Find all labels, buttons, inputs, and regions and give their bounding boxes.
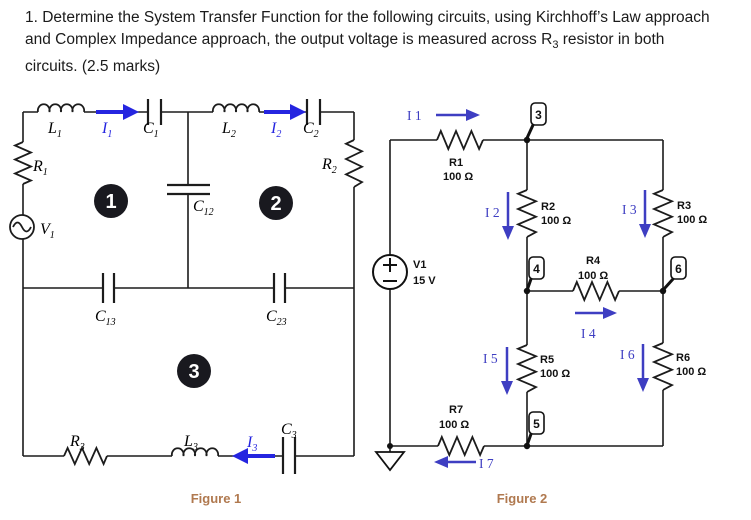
current-arrow-I6-fig2 (637, 344, 649, 392)
label-I6-fig2: I 6 (620, 347, 635, 362)
label-I4-fig2: I 4 (581, 326, 596, 341)
label-R6-value: 100 Ω (676, 366, 706, 378)
label-I2-fig2: I 2 (485, 205, 500, 220)
label-R1-name: R1 (449, 157, 463, 169)
inductor-L1 (36, 103, 86, 113)
resistor-R3-fig1 (63, 445, 108, 467)
loop-badge-1: 1 (94, 184, 128, 218)
dc-source-V1 (372, 254, 408, 290)
junction-ground (387, 443, 393, 449)
statement-line-1: 1. Determine the System Transfer Functio… (25, 9, 710, 26)
label-R2-name: R2 (541, 201, 555, 213)
svg-text:2: 2 (270, 193, 281, 215)
label-C12: C12 (193, 198, 214, 218)
label-L1: L1 (47, 120, 62, 140)
label-I2: I2 (270, 120, 281, 140)
label-R3-value: 100 Ω (677, 214, 707, 226)
capacitor-C2 (305, 99, 322, 125)
resistor-R5 (515, 344, 539, 393)
label-R2-value: 100 Ω (541, 215, 571, 227)
label-C13: C13 (95, 308, 116, 328)
label-L2: L2 (221, 120, 236, 140)
inductor-L2 (211, 103, 261, 113)
current-arrow-I2 (264, 104, 306, 120)
label-R1-value: 100 Ω (443, 171, 473, 183)
label-R1: R1 (32, 158, 48, 178)
current-arrow-I7-fig2 (434, 456, 476, 468)
node-badge-6: 6 (662, 256, 687, 291)
svg-text:1: 1 (105, 191, 116, 213)
node-badge-5: 5 (526, 411, 545, 446)
ac-source-V1 (9, 214, 35, 240)
resistor-R2-fig1 (343, 139, 365, 188)
statement-line-3: circuits. (2.5 marks) (25, 58, 161, 76)
label-I3: I3 (246, 434, 257, 454)
problem-statement: 1. Determine the System Transfer Functio… (25, 7, 737, 78)
current-arrow-I4-fig2 (575, 307, 617, 319)
node-badge-4: 4 (526, 256, 545, 291)
loop-badge-3: 3 (177, 354, 211, 388)
current-arrow-I3-fig2 (639, 190, 651, 238)
current-arrow-I1-fig2 (436, 109, 480, 121)
svg-text:6: 6 (675, 262, 682, 276)
inductor-L3 (170, 447, 220, 457)
resistor-R1-fig1 (12, 141, 34, 185)
capacitor-C3 (281, 437, 297, 474)
capacitor-C13 (101, 273, 116, 303)
label-C1: C1 (143, 120, 159, 140)
figure1-caption: Figure 1 (190, 491, 242, 506)
label-C23: C23 (266, 308, 287, 328)
label-C2: C2 (303, 120, 319, 140)
label-R4-name: R4 (586, 255, 601, 267)
r3-subscript: 3 (552, 39, 559, 52)
resistor-R6 (651, 342, 675, 391)
figure2-circuit-diagram: 3 4 6 5 (372, 102, 707, 472)
svg-text:4: 4 (533, 262, 540, 276)
plus-icon (383, 258, 397, 272)
label-I3-fig2: I 3 (622, 202, 637, 217)
label-C3: C3 (281, 421, 297, 441)
label-R2: R2 (321, 156, 337, 176)
current-arrow-I3 (232, 448, 275, 464)
figure1-circuit-diagram: 1 2 3 L1 I1 C1 L2 I2 C2 R1 R2 C12 V1 C13… (9, 99, 365, 474)
capacitor-C12 (167, 183, 210, 196)
label-R7-name: R7 (449, 404, 463, 416)
label-I1-fig2: I 1 (407, 108, 422, 123)
statement-line-2: and Complex Impedance approach, the outp… (25, 31, 665, 52)
label-V1-value: 15 V (413, 275, 436, 287)
resistor-R2 (515, 189, 539, 238)
current-arrow-I2-fig2 (502, 192, 514, 240)
capacitor-C23 (272, 273, 287, 303)
label-V1: V1 (40, 221, 55, 241)
node-badge-3: 3 (526, 102, 547, 139)
label-L3: L3 (183, 433, 198, 453)
junction-node3 (523, 136, 531, 144)
label-I1: I1 (101, 120, 112, 140)
label-R4-value: 100 Ω (578, 270, 608, 282)
resistor-R1 (436, 128, 484, 152)
svg-text:3: 3 (535, 108, 542, 122)
resistor-R7 (437, 434, 485, 458)
svg-text:3: 3 (188, 361, 199, 383)
current-arrow-I5-fig2 (501, 347, 513, 395)
figure2-caption: Figure 2 (496, 491, 548, 506)
sine-wave-icon (12, 221, 32, 233)
label-R5-name: R5 (540, 354, 554, 366)
svg-text:5: 5 (533, 417, 540, 431)
label-V1-name: V1 (413, 259, 426, 271)
label-R7-value: 100 Ω (439, 419, 469, 431)
resistor-R4 (572, 279, 620, 303)
resistor-R3 (651, 189, 675, 238)
label-R3: R3 (69, 433, 85, 453)
label-I7-fig2: I 7 (479, 456, 494, 471)
label-R5-value: 100 Ω (540, 368, 570, 380)
ground-icon (374, 446, 406, 472)
label-R3-name: R3 (677, 200, 691, 212)
loop-badge-2: 2 (259, 186, 293, 220)
capacitor-C1 (146, 99, 163, 125)
current-arrow-I1 (96, 104, 139, 120)
label-R6-name: R6 (676, 352, 690, 364)
label-I5-fig2: I 5 (483, 351, 498, 366)
